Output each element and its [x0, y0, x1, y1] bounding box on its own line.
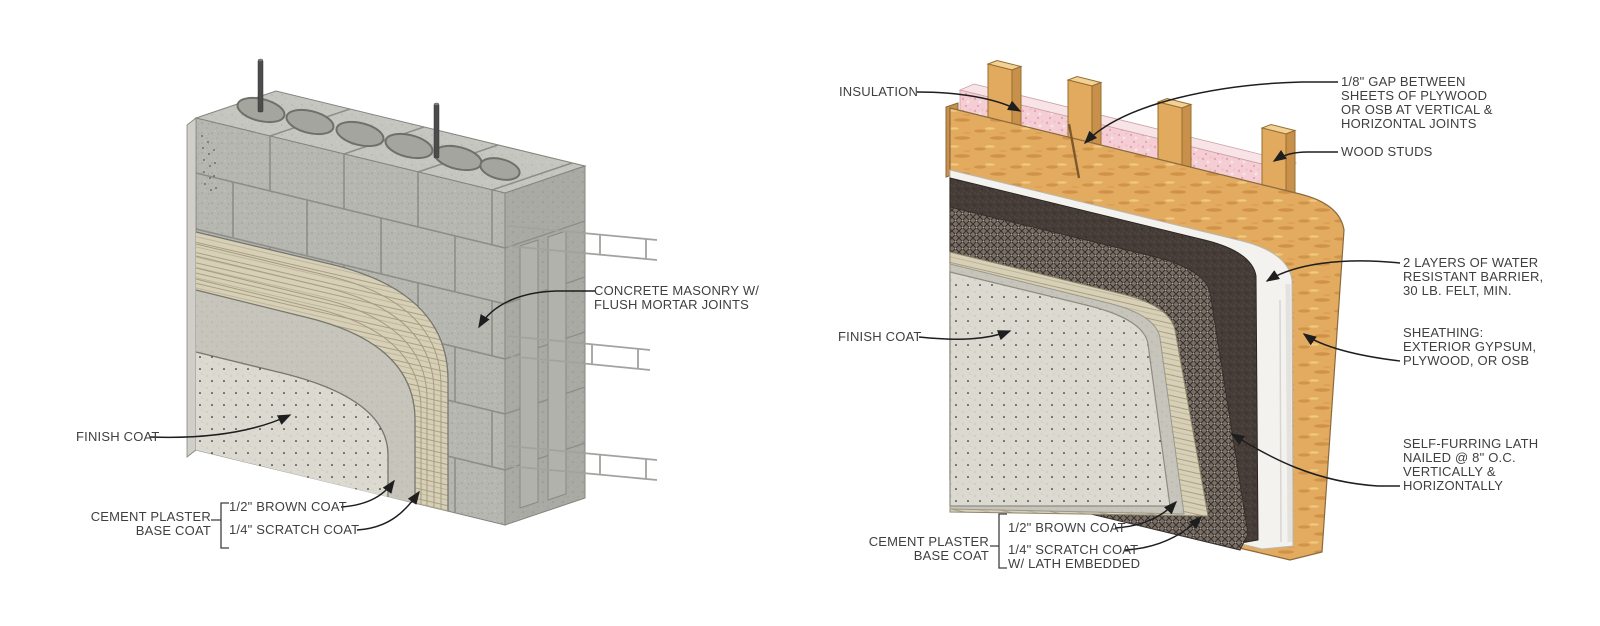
label-base-coat-group-right: CEMENT PLASTER BASE COAT [868, 534, 989, 563]
label-water-barrier: 2 LAYERS OF WATER RESISTANT BARRIER, 30 … [1403, 255, 1544, 298]
leader-plywood-gap [1083, 81, 1338, 145]
leader-brown-coat-right [1114, 500, 1178, 529]
finish-coat-layer [195, 351, 389, 497]
wood-studs [986, 59, 1297, 201]
rebar-dowels [257, 58, 440, 159]
bracket-base-coat-left [211, 502, 229, 549]
leader-scratch-coat-left [356, 490, 420, 531]
label-sheathing: SHEATHING: EXTERIOR GYPSUM, PLYWOOD, OR … [1403, 325, 1537, 368]
leader-lines [149, 81, 1401, 551]
leader-finish-coat-right [918, 330, 1012, 341]
cmu-wall-group [186, 58, 658, 526]
label-brown-coat-right: 1/2" BROWN COAT [1008, 520, 1126, 535]
label-insulation: INSULATION [839, 84, 919, 99]
label-finish-coat-left: FINISH COAT [76, 429, 160, 444]
wood-frame-wall-group [945, 59, 1345, 561]
label-wood-studs: WOOD STUDS [1341, 144, 1433, 159]
leader-lath [1230, 433, 1400, 487]
label-brown-coat-left: 1/2" BROWN COAT [229, 499, 347, 514]
leader-brown-coat-left [340, 479, 395, 508]
joint-reinforcement-wires [507, 225, 658, 481]
label-concrete-masonry: CONCRETE MASONRY W/ FLUSH MORTAR JOINTS [594, 283, 760, 312]
leader-insulation [916, 91, 1022, 112]
cmu-end-face [504, 165, 586, 526]
brown-coat-layer [195, 289, 416, 503]
bracket-base-coat-right [990, 513, 1007, 569]
leader-sheathing [1302, 333, 1401, 362]
label-scratch-coat-left: 1/4" SCRATCH COAT [229, 522, 360, 537]
label-scratch-coat-right: 1/4" SCRATCH COAT W/ LATH EMBEDDED [1008, 542, 1141, 571]
leader-water-barrier [1265, 260, 1401, 282]
label-plywood-gap: 1/8" GAP BETWEEN SHEETS OF PLYWOOD OR OS… [1341, 74, 1493, 131]
leader-finish-coat-left [149, 414, 292, 439]
leader-wood-studs [1272, 149, 1338, 162]
cmu-top-face [194, 58, 587, 194]
leader-concrete-masonry [478, 290, 595, 329]
label-lath: SELF-FURRING LATH NAILED @ 8" O.C. VERTI… [1403, 436, 1539, 493]
label-base-coat-group-left: CEMENT PLASTER BASE COAT [90, 509, 211, 538]
label-finish-coat-right: FINISH COAT [838, 329, 922, 344]
label-brackets [211, 502, 1007, 569]
plywood-joint-gap [1067, 123, 1081, 179]
scratch-coat-layer [195, 231, 449, 511]
leader-scratch-coat-right [1124, 515, 1203, 551]
